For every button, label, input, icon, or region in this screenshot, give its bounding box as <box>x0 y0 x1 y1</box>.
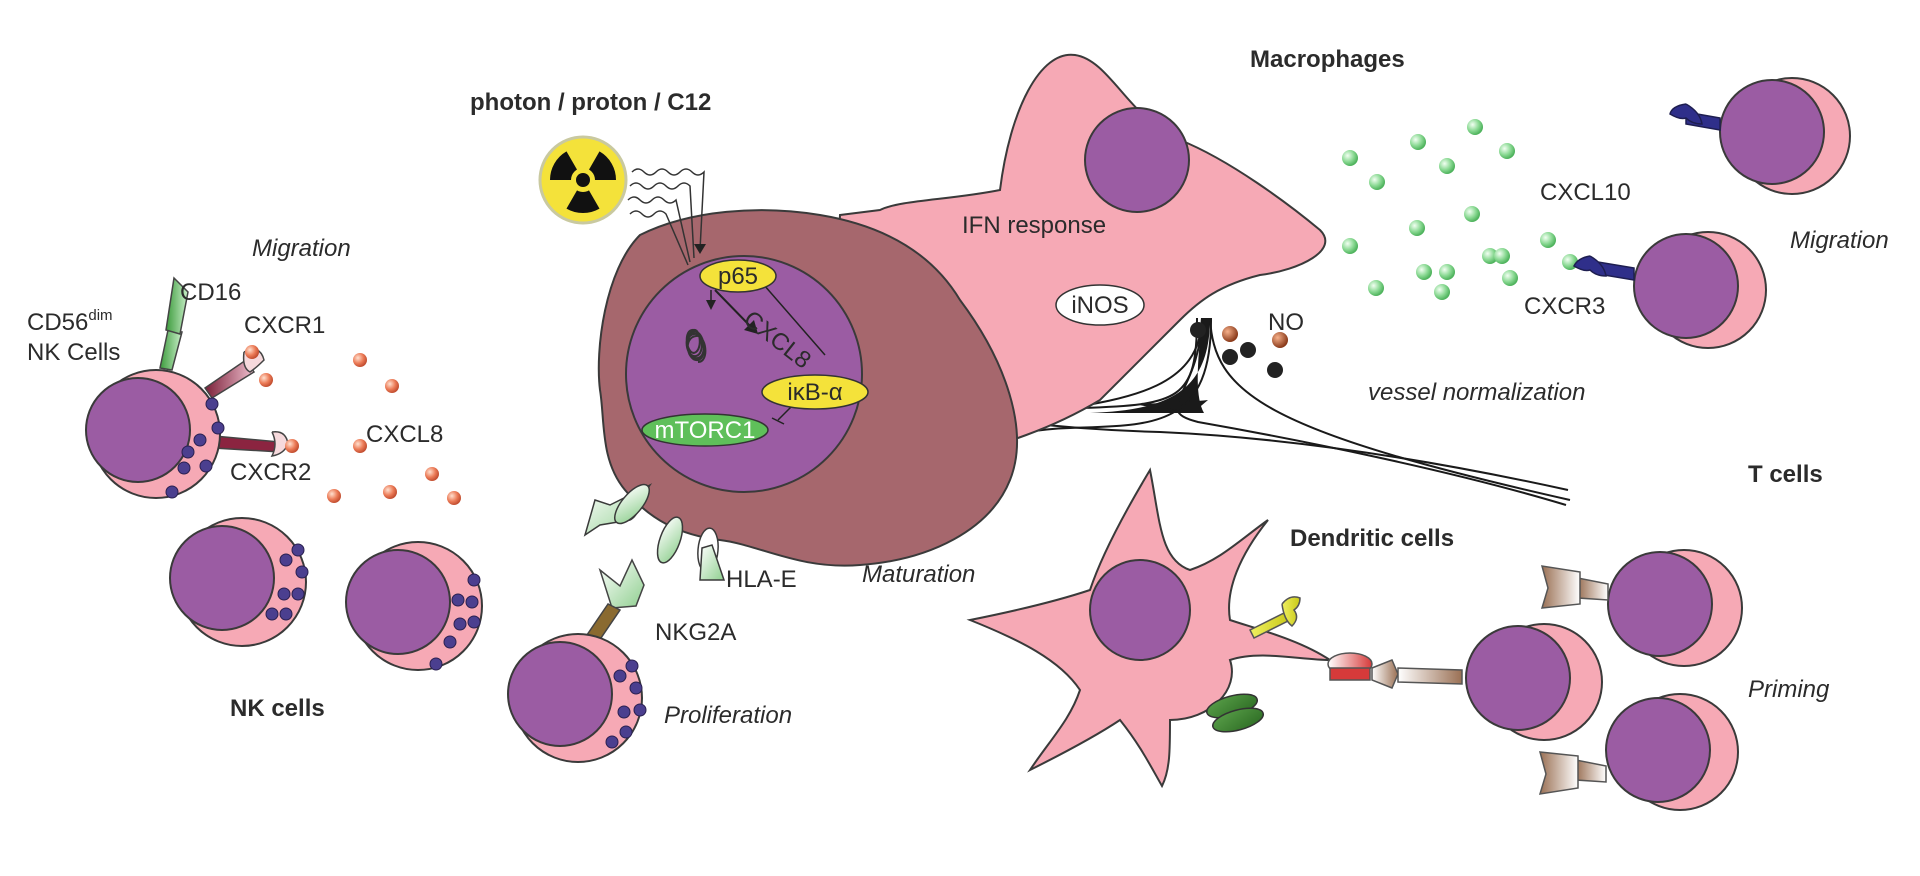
inos-oval <box>1055 284 1145 326</box>
cxcr1-label: CXCR1 <box>244 312 325 339</box>
group-label-t-cells: T cells <box>1748 461 1823 488</box>
cxcr3-label: CXCR3 <box>1524 293 1605 320</box>
p65-to-cxcl8-arrow <box>714 289 755 331</box>
process-vessel-normalization: vessel normalization <box>1368 379 1585 406</box>
process-priming: Priming <box>1748 676 1830 703</box>
cd16-label: CD16 <box>180 279 241 306</box>
t-cell-priming-middle <box>1465 623 1603 741</box>
nk-cells-line-label: NK Cells <box>27 339 120 366</box>
inos-label: iNOS <box>1071 292 1128 319</box>
group-label-macrophages: Macrophages <box>1250 46 1405 73</box>
diagram-title: photon / proton / C12 <box>470 89 711 116</box>
nkg2a-label: NKG2A <box>655 619 736 646</box>
p65-label: p65 <box>718 263 758 290</box>
dc-yellow-receptor <box>1248 596 1301 640</box>
dc-mhc-tcr-synapse <box>1327 652 1463 689</box>
process-proliferation: Proliferation <box>664 702 792 729</box>
t-cell-migration-top <box>1669 77 1851 195</box>
no-molecules <box>1190 322 1288 378</box>
cxcr2-label: CXCR2 <box>230 459 311 486</box>
t-cell-priming-top <box>1540 549 1743 667</box>
group-label-dendritic-cells: Dendritic cells <box>1290 525 1454 552</box>
mtorc1-label: mTORC1 <box>655 417 756 444</box>
nk-cell-proliferating <box>507 558 647 763</box>
cxcl10-label: CXCL10 <box>1540 179 1631 206</box>
macrophage-nucleus <box>1084 107 1190 213</box>
t-cell-migration-bottom <box>1573 231 1767 349</box>
hla-e-label: HLA-E <box>726 566 797 593</box>
nk-cell-middle <box>169 517 309 647</box>
no-label: NO <box>1268 309 1304 336</box>
radiation-hazard-icon <box>538 135 628 225</box>
ifn-response-label: IFN response <box>962 212 1106 239</box>
cxcl10-chemokine-dots <box>1342 119 1578 300</box>
t-cell-priming-bottom <box>1538 693 1739 811</box>
ikb-alpha-protein <box>761 374 869 410</box>
radiation-waves <box>627 168 705 266</box>
hla-e-ligands <box>583 483 726 581</box>
cd56-label: CD56dim <box>27 307 113 336</box>
process-migration-t: Migration <box>1790 227 1889 254</box>
ikb-alpha-label: iκB-α <box>787 379 842 406</box>
dc-green-receptors <box>1206 693 1264 733</box>
nk-cell-cd56dim <box>85 276 289 499</box>
mtorc1-protein <box>641 413 769 447</box>
group-label-nk-cells: NK cells <box>230 695 325 722</box>
process-migration-nk: Migration <box>252 235 351 262</box>
dendritic-cell <box>966 467 1334 789</box>
p65-to-ikb-inhibition <box>763 284 826 356</box>
cxcl8-mrna-coil <box>685 329 707 363</box>
nk-cell-right <box>345 541 483 671</box>
cxcl8-chemokine-dots <box>245 345 461 505</box>
process-maturation: Maturation <box>862 561 975 588</box>
p65-protein <box>699 259 777 293</box>
cxcl8-label: CXCL8 <box>366 421 443 448</box>
